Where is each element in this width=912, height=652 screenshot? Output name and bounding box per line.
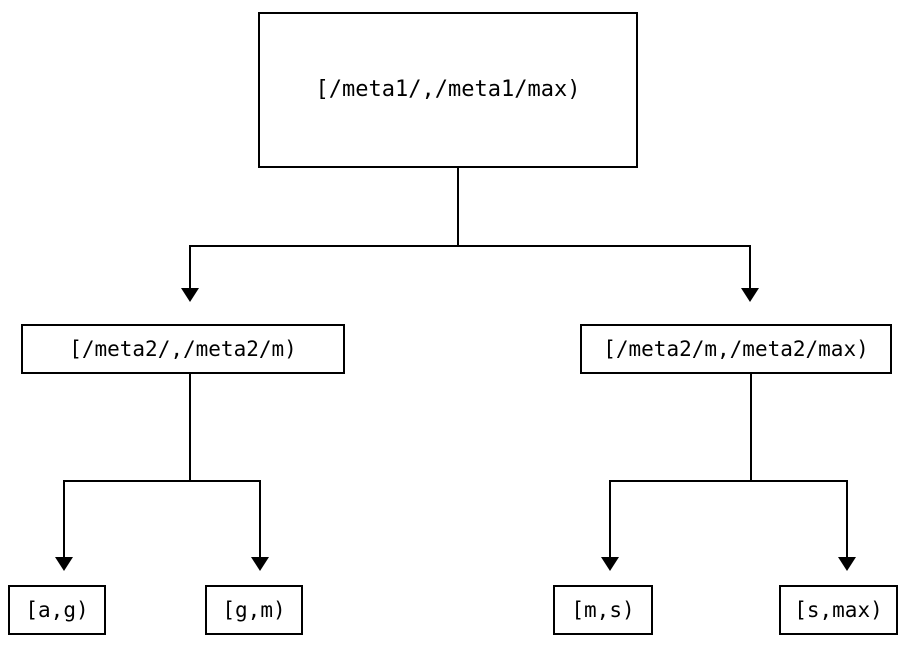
edge-mid-right-crossbar bbox=[609, 480, 848, 482]
node-root[interactable]: [/meta1/,/meta1/max) bbox=[258, 12, 638, 168]
node-leaf-1-label: [a,g) bbox=[25, 597, 89, 622]
node-root-label: [/meta1/,/meta1/max) bbox=[315, 77, 581, 102]
node-mid-left-label: [/meta2/,/meta2/m) bbox=[69, 336, 297, 361]
arrowhead-mid-left-to-leaf-2-icon bbox=[251, 557, 269, 571]
edge-mid-right-stem bbox=[750, 374, 752, 482]
node-leaf-4-label: [s,max) bbox=[794, 597, 883, 622]
node-leaf-3-label: [m,s) bbox=[571, 597, 635, 622]
node-leaf-2[interactable]: [g,m) bbox=[205, 585, 303, 635]
edge-mid-right-to-leaf-4-drop bbox=[846, 480, 848, 558]
node-leaf-4[interactable]: [s,max) bbox=[779, 585, 898, 635]
arrowhead-mid-right-to-leaf-3-icon bbox=[601, 557, 619, 571]
edge-mid-right-to-leaf-3-drop bbox=[609, 480, 611, 558]
edge-root-to-mid-right-drop bbox=[749, 245, 751, 289]
node-mid-left[interactable]: [/meta2/,/meta2/m) bbox=[21, 324, 345, 374]
edge-mid-left-crossbar bbox=[63, 480, 261, 482]
arrowhead-root-to-mid-left-icon bbox=[181, 288, 199, 302]
edge-root-to-mid-left-drop bbox=[189, 245, 191, 289]
node-leaf-1[interactable]: [a,g) bbox=[8, 585, 106, 635]
edge-mid-left-stem bbox=[189, 374, 191, 482]
arrowhead-mid-right-to-leaf-4-icon bbox=[838, 557, 856, 571]
edge-root-stem bbox=[457, 168, 459, 247]
node-leaf-3[interactable]: [m,s) bbox=[553, 585, 653, 635]
node-leaf-2-label: [g,m) bbox=[222, 597, 286, 622]
edge-root-crossbar bbox=[189, 245, 750, 247]
node-mid-right-label: [/meta2/m,/meta2/max) bbox=[603, 336, 869, 361]
arrowhead-mid-left-to-leaf-1-icon bbox=[55, 557, 73, 571]
edge-mid-left-to-leaf-1-drop bbox=[63, 480, 65, 558]
edge-mid-left-to-leaf-2-drop bbox=[259, 480, 261, 558]
arrowhead-root-to-mid-right-icon bbox=[741, 288, 759, 302]
node-mid-right[interactable]: [/meta2/m,/meta2/max) bbox=[580, 324, 892, 374]
